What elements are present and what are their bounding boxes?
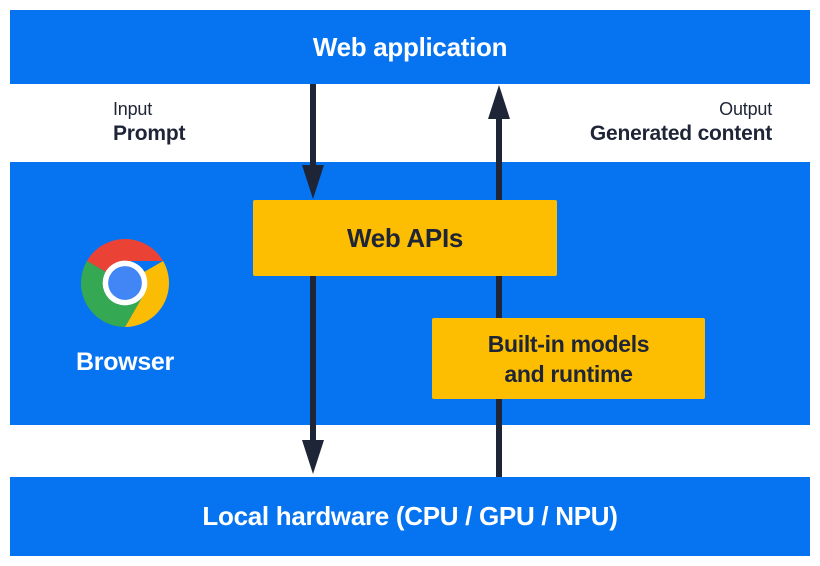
input-flow-arrowhead-lower — [302, 440, 324, 474]
output-flow-arrow-line — [496, 119, 502, 477]
builtin-models-box: Built-in models and runtime — [432, 318, 705, 399]
web-apis-label: Web APIs — [346, 222, 464, 253]
input-flow-arrow-line-lower — [310, 276, 316, 441]
browser-label: Browser — [76, 348, 174, 376]
chrome-icon — [81, 239, 169, 327]
input-caption: Input — [113, 99, 153, 119]
local-hardware-bar: Local hardware (CPU / GPU / NPU) — [10, 477, 810, 556]
web-apis-box: Web APIs — [253, 200, 557, 276]
input-flow-arrowhead-upper — [302, 165, 324, 199]
chrome-icon-yellow-segment — [125, 261, 169, 327]
chrome-icon-red-segment — [86, 239, 164, 272]
builtin-models-label-line1: Built-in models — [487, 330, 650, 357]
output-generated-content-label: Generated content — [589, 122, 772, 145]
builtin-models-label-line2: and runtime — [504, 360, 633, 387]
local-hardware-label: Local hardware (CPU / GPU / NPU) — [202, 501, 618, 531]
web-application-label: Web application — [312, 31, 508, 62]
output-flow-arrowhead — [488, 85, 510, 119]
chrome-icon-blue-center — [108, 266, 142, 300]
input-flow-arrow-line-upper — [310, 84, 316, 166]
chrome-icon-green-segment — [81, 261, 145, 327]
input-prompt-label: Prompt — [113, 122, 186, 145]
output-caption: Output — [719, 99, 772, 119]
web-application-bar: Web application — [10, 10, 810, 84]
